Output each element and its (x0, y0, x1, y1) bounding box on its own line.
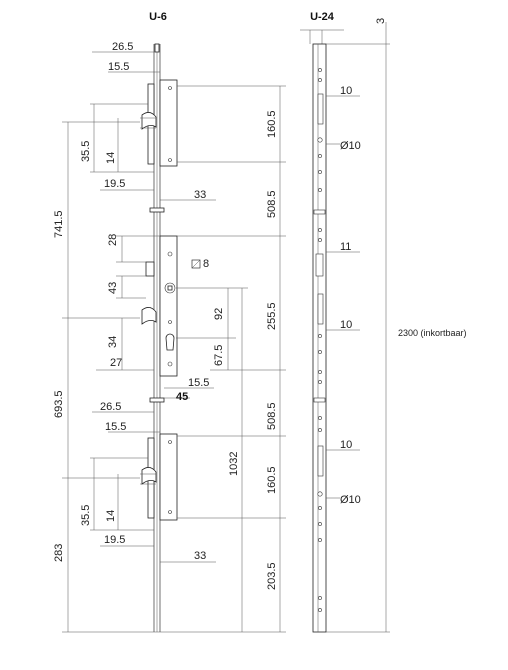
dim-35-5-top: 35.5 (80, 141, 92, 162)
dim-508-5-top: 508.5 (266, 190, 278, 218)
center-faceplate (159, 235, 178, 377)
total-length-note: 2300 (inkortbaar) (398, 328, 467, 338)
dim-67-5: 67.5 (213, 345, 225, 366)
dim-283: 283 (53, 544, 65, 562)
top-hook (141, 112, 157, 130)
top-hook-lock (140, 79, 178, 167)
dim-8: 8 (203, 258, 209, 270)
dim-19-5-bottom: 19.5 (104, 534, 125, 546)
u24-holes (313, 68, 326, 612)
dim-14-bottom: 14 (105, 510, 117, 522)
dim-14-top: 14 (105, 152, 117, 164)
latch-bolt (145, 261, 155, 277)
dim-28: 28 (107, 234, 119, 246)
dim-92: 92 (213, 308, 225, 320)
header-u24: U-24 (310, 11, 335, 23)
lock-strip-u6 (153, 43, 161, 632)
dim-dia-10-low: Ø10 (340, 494, 361, 506)
dim-26-5-bottom: 26.5 (100, 401, 121, 413)
dim-10-mid: 10 (340, 319, 352, 331)
dim-lines-left (62, 51, 236, 633)
dim-1032: 1032 (228, 452, 240, 476)
dim-dia-10-top: Ø10 (340, 140, 361, 152)
dim-43: 43 (107, 282, 119, 294)
bottom-hook (141, 467, 157, 485)
dim-255-5: 255.5 (266, 302, 278, 330)
dim-45: 45 (176, 391, 188, 403)
center-hook (141, 307, 157, 325)
dim-15-5-top: 15.5 (108, 61, 129, 73)
dim-10-low: 10 (340, 439, 352, 451)
dim-27: 27 (110, 357, 122, 369)
dim-34: 34 (107, 336, 119, 348)
dim-10-top: 10 (340, 85, 352, 97)
dim-11: 11 (340, 241, 351, 253)
header-u6: U-6 (149, 11, 167, 23)
dim-693-5: 693.5 (53, 390, 65, 418)
square-spindle-icon (191, 259, 201, 269)
dim-741-5: 741.5 (53, 210, 65, 238)
center-lock-case (141, 207, 178, 403)
lock-strip-u24 (312, 43, 327, 633)
dim-33-bottom: 33 (194, 550, 206, 562)
dim-160-5-top: 160.5 (266, 110, 278, 138)
top-faceplate (159, 79, 178, 167)
cylinder-hole (165, 333, 175, 351)
dim-160-5-bottom: 160.5 (266, 466, 278, 494)
dim-33-top: 33 (194, 189, 206, 201)
dim-lines-right (326, 22, 390, 633)
dim-203-5: 203.5 (266, 562, 278, 590)
strip-end-top (154, 43, 160, 53)
dim-lines-middle (160, 85, 286, 633)
dim-15-5-center: 15.5 (188, 377, 209, 389)
u24-strip-body (312, 43, 327, 633)
dim-15-5-bottom: 15.5 (105, 421, 126, 433)
dim-508-5-bottom: 508.5 (266, 402, 278, 430)
bottom-hook-lock (140, 433, 178, 521)
dim-19-5-top: 19.5 (104, 178, 125, 190)
bottom-faceplate (159, 433, 178, 521)
dim-3: 3 (375, 18, 387, 24)
dim-35-5-bottom: 35.5 (80, 505, 92, 526)
dim-26-5-top: 26.5 (112, 41, 133, 53)
